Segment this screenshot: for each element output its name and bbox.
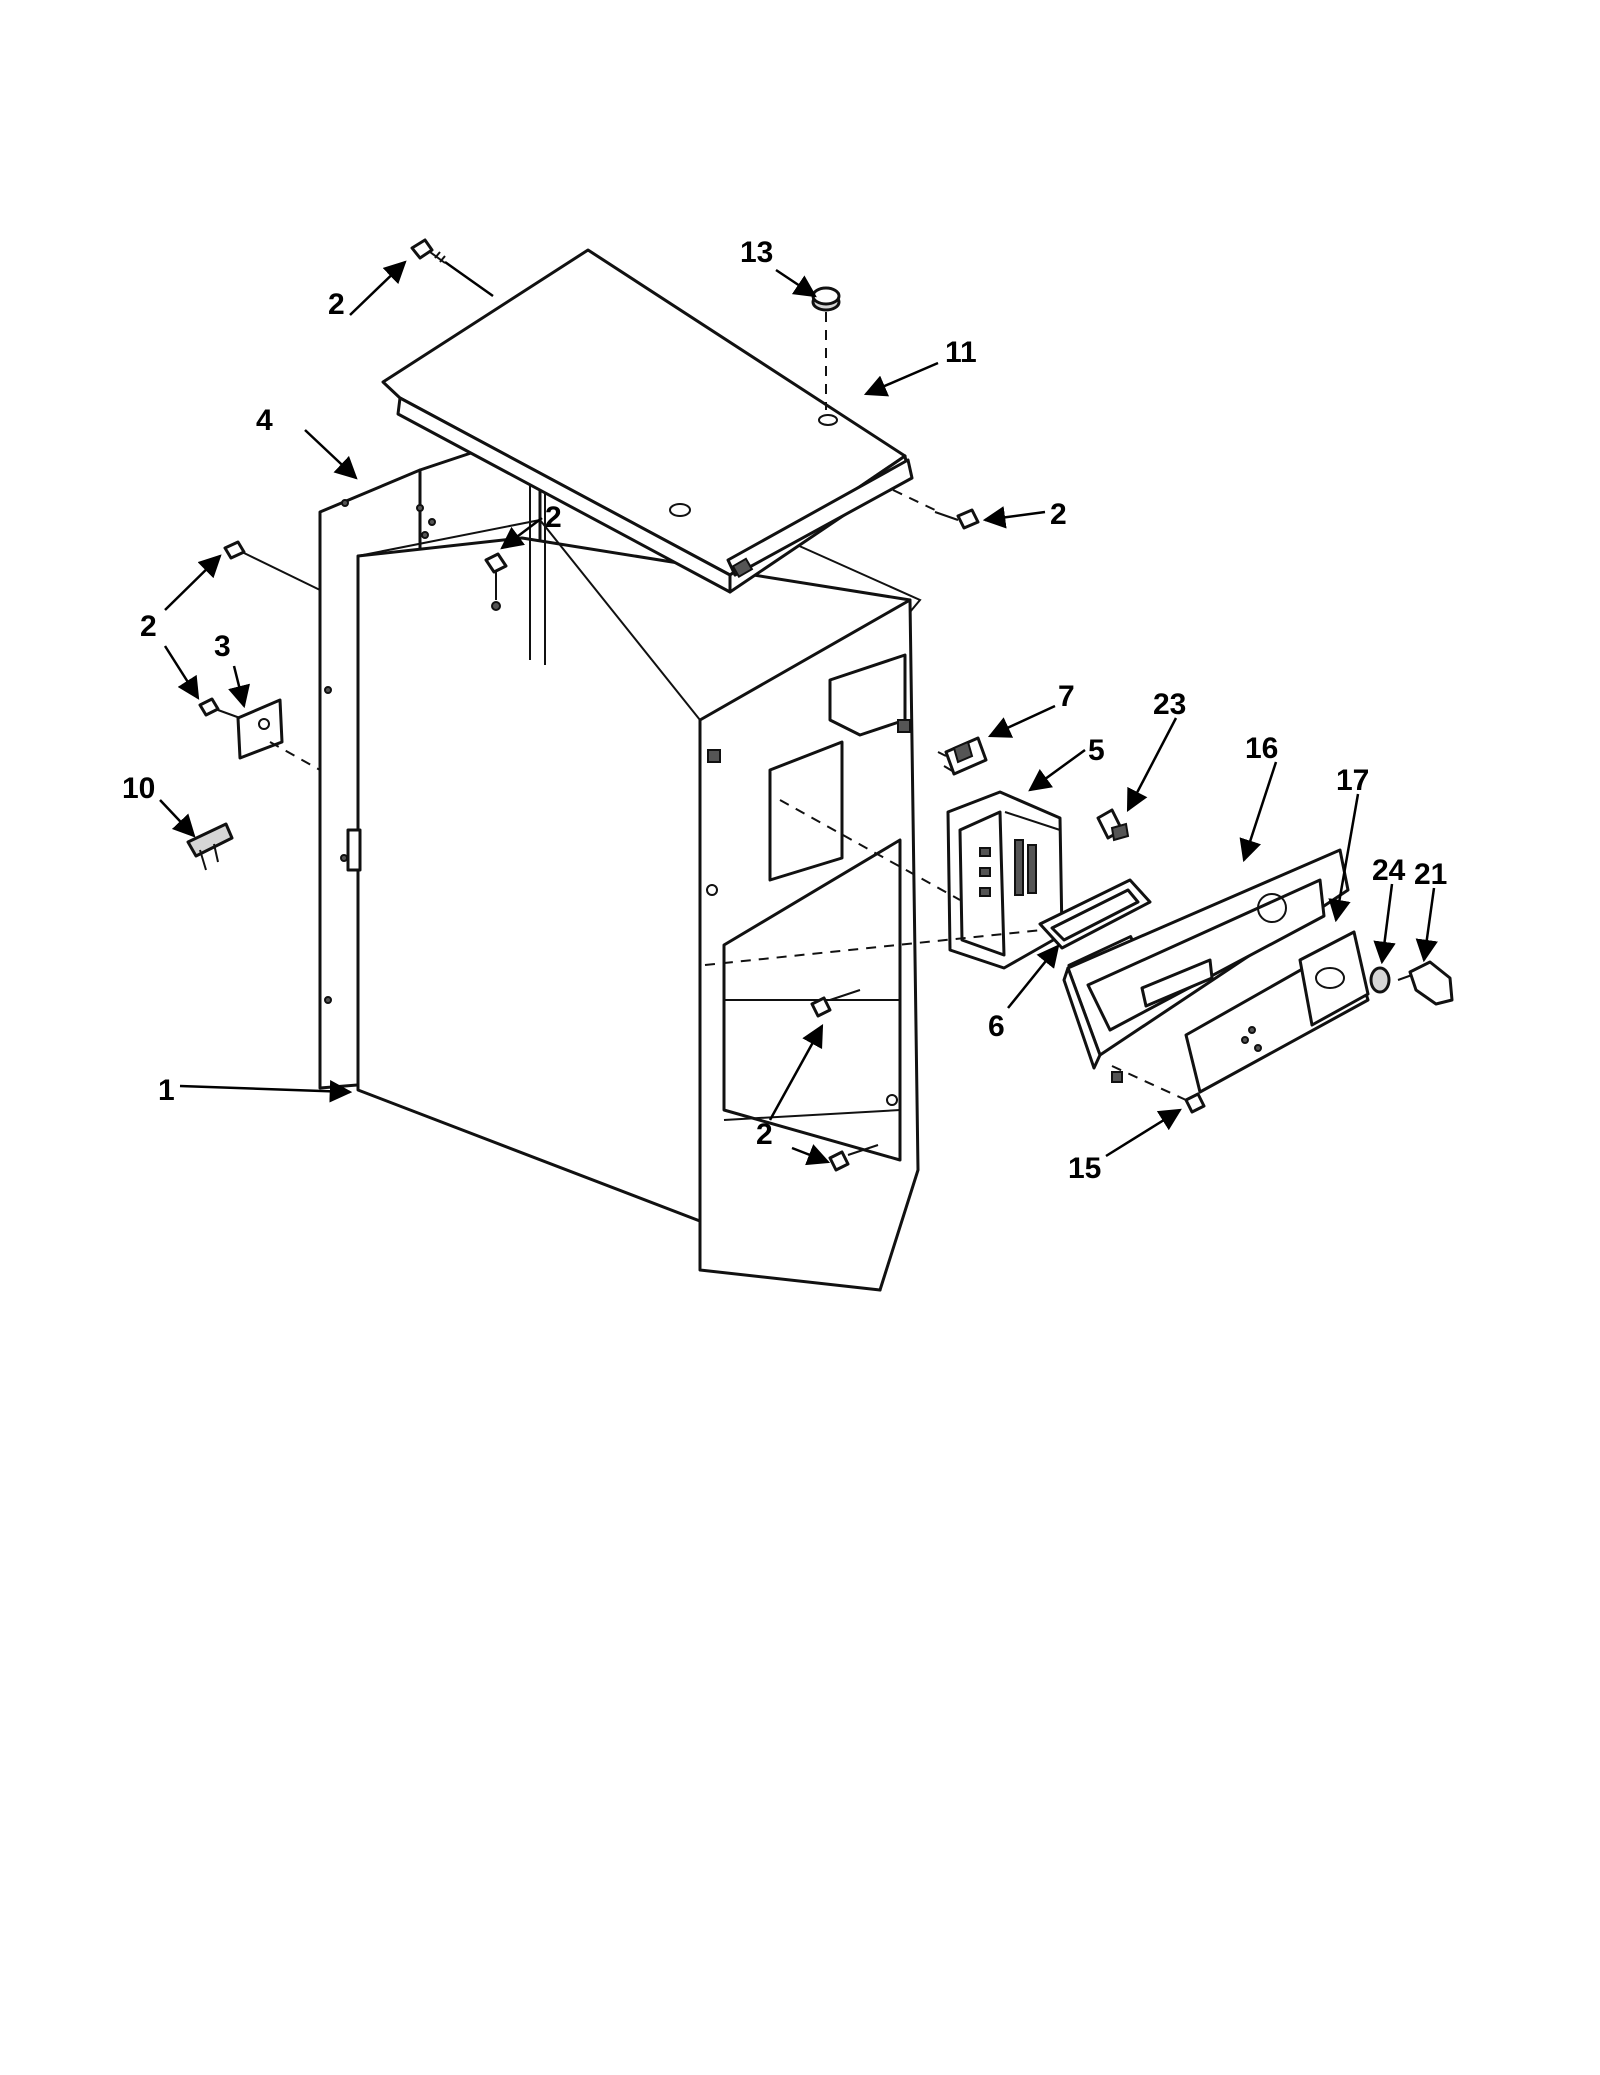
screw-left-upper — [223, 540, 321, 591]
knob-spacer — [1369, 966, 1391, 994]
callout-1: 1 — [158, 1074, 175, 1107]
callout-4: 4 — [256, 404, 273, 437]
callout-10: 10 — [122, 772, 155, 805]
plug-button-part — [811, 286, 841, 410]
callout-11: 11 — [945, 336, 977, 369]
callout-3: 3 — [214, 630, 231, 663]
callout-24: 24 — [1372, 854, 1406, 887]
callout-23: 23 — [1153, 688, 1186, 721]
screw-top — [410, 238, 446, 264]
control-knob — [1397, 960, 1454, 1006]
switch-part — [937, 736, 988, 776]
screw-front-panel — [1111, 1065, 1206, 1114]
console-overlay — [1184, 930, 1370, 1094]
callout-17: 17 — [1336, 764, 1369, 797]
screw-right — [892, 489, 980, 530]
callout-13: 13 — [740, 236, 773, 269]
cabinet-top-lid — [381, 248, 914, 594]
connector-part — [1096, 808, 1130, 842]
callout-2-left: 2 — [140, 610, 157, 643]
callout-2-bottom: 2 — [756, 1118, 773, 1151]
callout-15: 15 — [1068, 1152, 1101, 1185]
screw-bottom-upper — [810, 989, 861, 1018]
cabinet-side-panel — [318, 428, 922, 1292]
screw-left-lower — [198, 697, 241, 719]
callout-2-center: 2 — [545, 501, 562, 534]
callout-6: 6 — [988, 1010, 1005, 1043]
callout-2-right: 2 — [1050, 498, 1067, 531]
leader-lines — [159, 260, 1438, 1166]
screw-center — [484, 552, 508, 611]
callout-labels: 13 11 2 4 2 2 2 3 10 7 5 23 16 17 24 21 … — [122, 236, 1447, 1185]
callout-21: 21 — [1414, 858, 1447, 891]
screw-group — [198, 238, 1206, 1172]
clip-part — [186, 822, 234, 871]
control-housing — [779, 790, 1064, 970]
callout-7: 7 — [1058, 680, 1075, 713]
callout-2-top: 2 — [328, 288, 345, 321]
mounting-bracket — [236, 698, 321, 771]
screw-bottom-lower — [828, 1144, 879, 1172]
callout-5: 5 — [1088, 734, 1105, 767]
callout-16: 16 — [1245, 732, 1278, 765]
control-console — [1062, 848, 1350, 1083]
